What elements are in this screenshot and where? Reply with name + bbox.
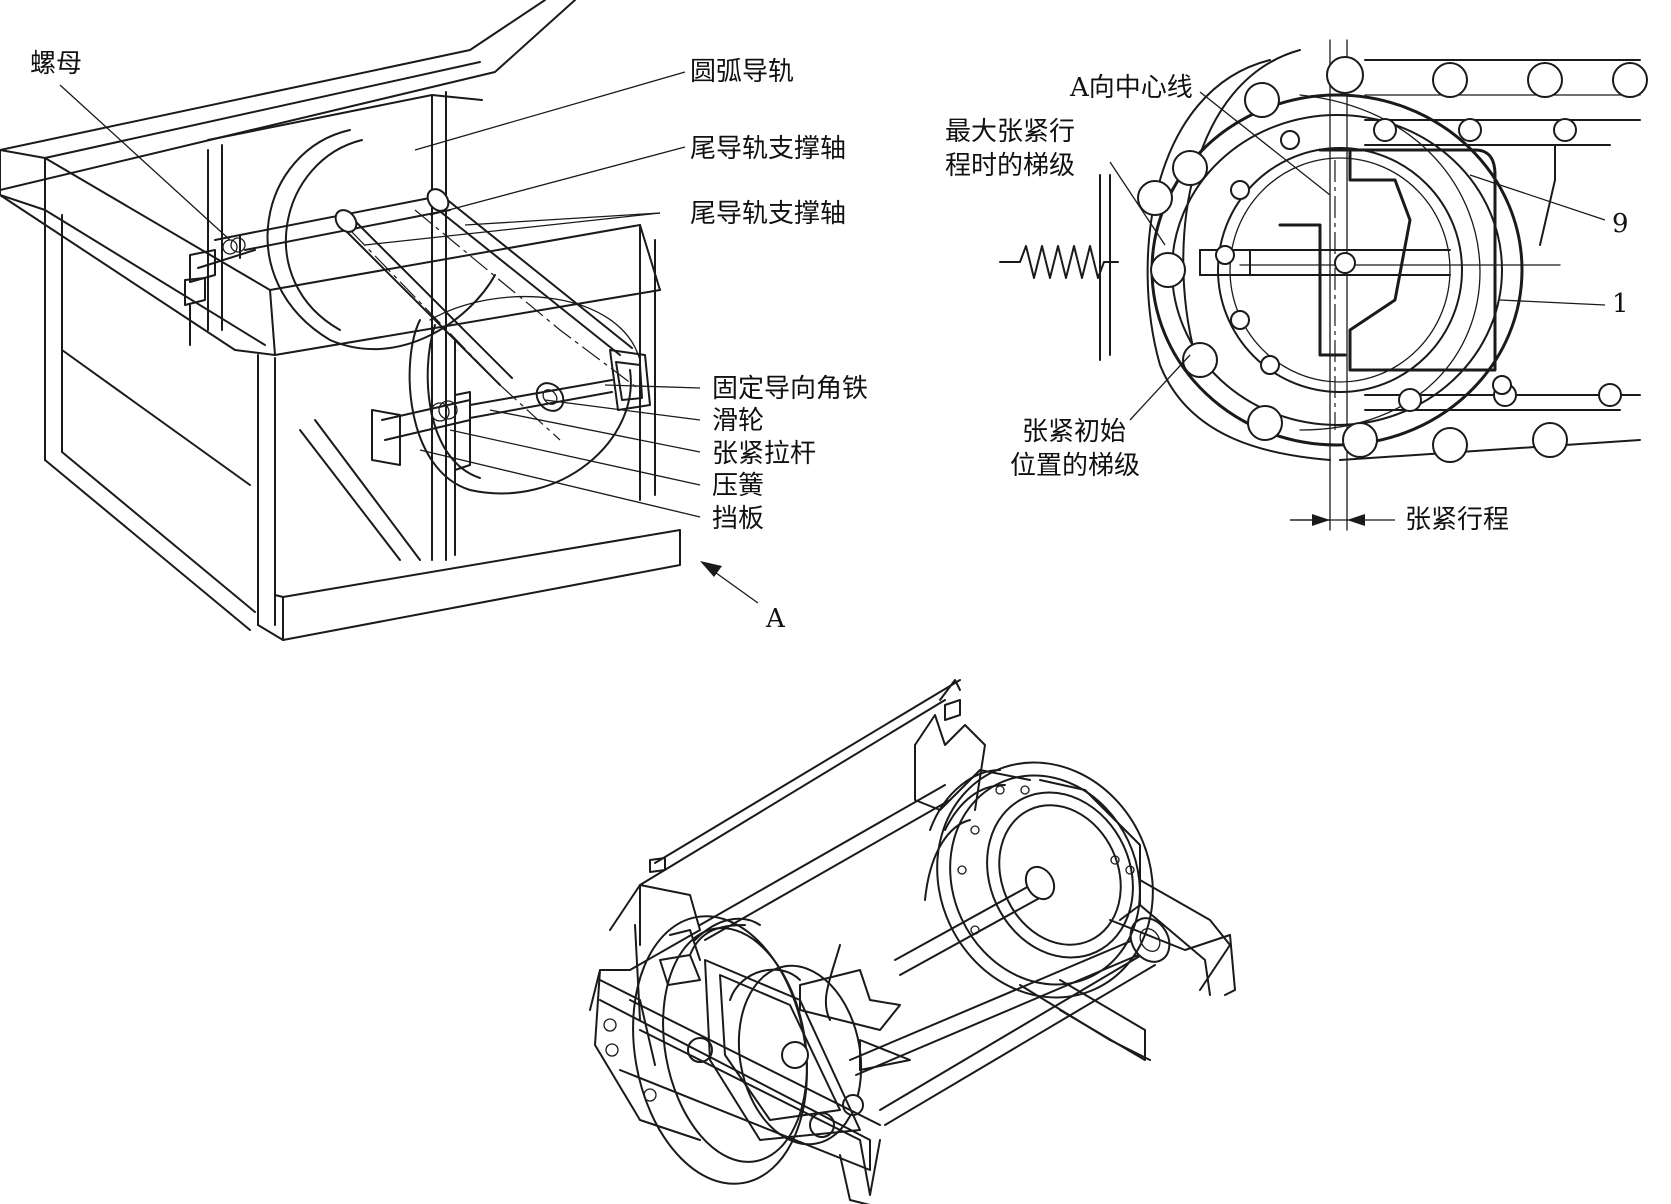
label-fixed-guide-angle: 固定导向角铁	[712, 374, 868, 404]
figure-bottom-isometric	[589, 679, 1236, 1204]
label-arc-guide-rail: 圆弧导轨	[690, 57, 794, 87]
label-max-travel-step-line-1: 最大张紧行	[945, 117, 1075, 147]
label-part-1: 1	[1612, 289, 1629, 319]
label-baffle: 挡板	[712, 504, 764, 534]
label-tension-rod: 张紧拉杆	[712, 439, 816, 469]
label-tail-rail-support-shaft-2: 尾导轨支撑轴	[690, 199, 846, 229]
label-initial-step-line-1: 张紧初始	[1022, 417, 1126, 447]
label-tail-rail-support-shaft-1: 尾导轨支撑轴	[690, 134, 846, 164]
label-nut: 螺母	[30, 49, 82, 79]
label-tension-travel: 张紧行程	[1405, 505, 1509, 535]
label-part-9: 9	[1612, 209, 1629, 239]
label-pulley: 滑轮	[712, 406, 764, 436]
label-compression-spring: 压簧	[712, 471, 764, 501]
label-initial-step-line-2: 位置的梯级	[1010, 451, 1140, 481]
label-view-a: A	[765, 604, 786, 634]
label-max-travel-step-line-2: 程时的梯级	[945, 151, 1075, 181]
label-a-centerline: A向中心线	[1069, 73, 1193, 103]
figure-right-view-a: A向中心线 最大张紧行 程时的梯级 张紧初始 位置的梯级 张紧行程 9 1	[945, 39, 1648, 535]
figure-left-perspective: 螺母 圆弧导轨 尾导轨支撑轴 尾导轨支撑轴 固定导向角铁 滑轮 张紧拉杆 压簧 …	[0, 0, 868, 641]
